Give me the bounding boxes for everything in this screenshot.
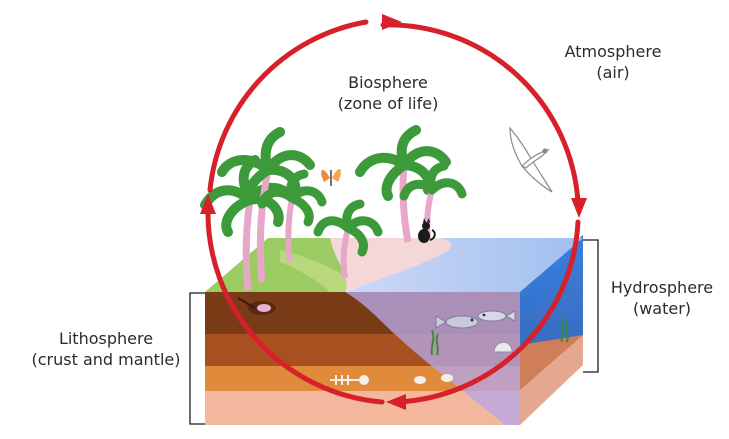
palm-tree-icon <box>217 127 315 283</box>
palm-tree-icon <box>355 125 451 243</box>
hydrosphere-sub: (water) <box>632 299 692 318</box>
palm-tree-icon <box>399 161 467 239</box>
cycle-arrowhead-left <box>200 194 216 214</box>
cycle-circle <box>200 14 587 410</box>
butterfly-icon <box>321 169 341 186</box>
palm-tree-icon <box>200 155 297 291</box>
cycle-arrowhead-right <box>571 198 587 218</box>
seaweed-icon <box>430 317 569 356</box>
hydrosphere-name: Hydrosphere <box>610 278 714 297</box>
worm-icon <box>237 297 276 315</box>
atmosphere-sub: (air) <box>596 63 630 82</box>
fish-icon <box>435 315 479 329</box>
fish-skeleton-icon <box>330 375 369 385</box>
shell-icon <box>493 341 513 353</box>
biosphere-label: Biosphere (zone of life) <box>318 72 458 114</box>
lithosphere-label: Lithosphere (crust and mantle) <box>26 328 186 370</box>
water-side <box>520 235 583 345</box>
palm-tree-icon <box>313 199 383 279</box>
cycle-arrowhead-top <box>382 14 402 30</box>
atmosphere-label: Atmosphere (air) <box>548 41 678 83</box>
biosphere-sub: (zone of life) <box>337 94 439 113</box>
lithosphere-bracket <box>189 292 205 425</box>
bird-icon <box>509 126 553 193</box>
cat-icon <box>418 218 436 243</box>
lithosphere-sub: (crust and mantle) <box>31 350 181 369</box>
cycle-arrowhead-bottom <box>386 394 406 410</box>
ocean-surface <box>345 238 583 292</box>
fish-icon <box>477 310 516 322</box>
palm-tree-icon <box>257 169 327 263</box>
lithosphere-name: Lithosphere <box>58 329 154 348</box>
biosphere-name: Biosphere <box>348 73 428 92</box>
shell-icon <box>414 374 453 384</box>
hydrosphere-label: Hydrosphere (water) <box>602 277 722 319</box>
soil-layer-pink <box>205 391 520 425</box>
hydrosphere-bracket <box>583 239 599 373</box>
atmosphere-name: Atmosphere <box>564 42 662 61</box>
